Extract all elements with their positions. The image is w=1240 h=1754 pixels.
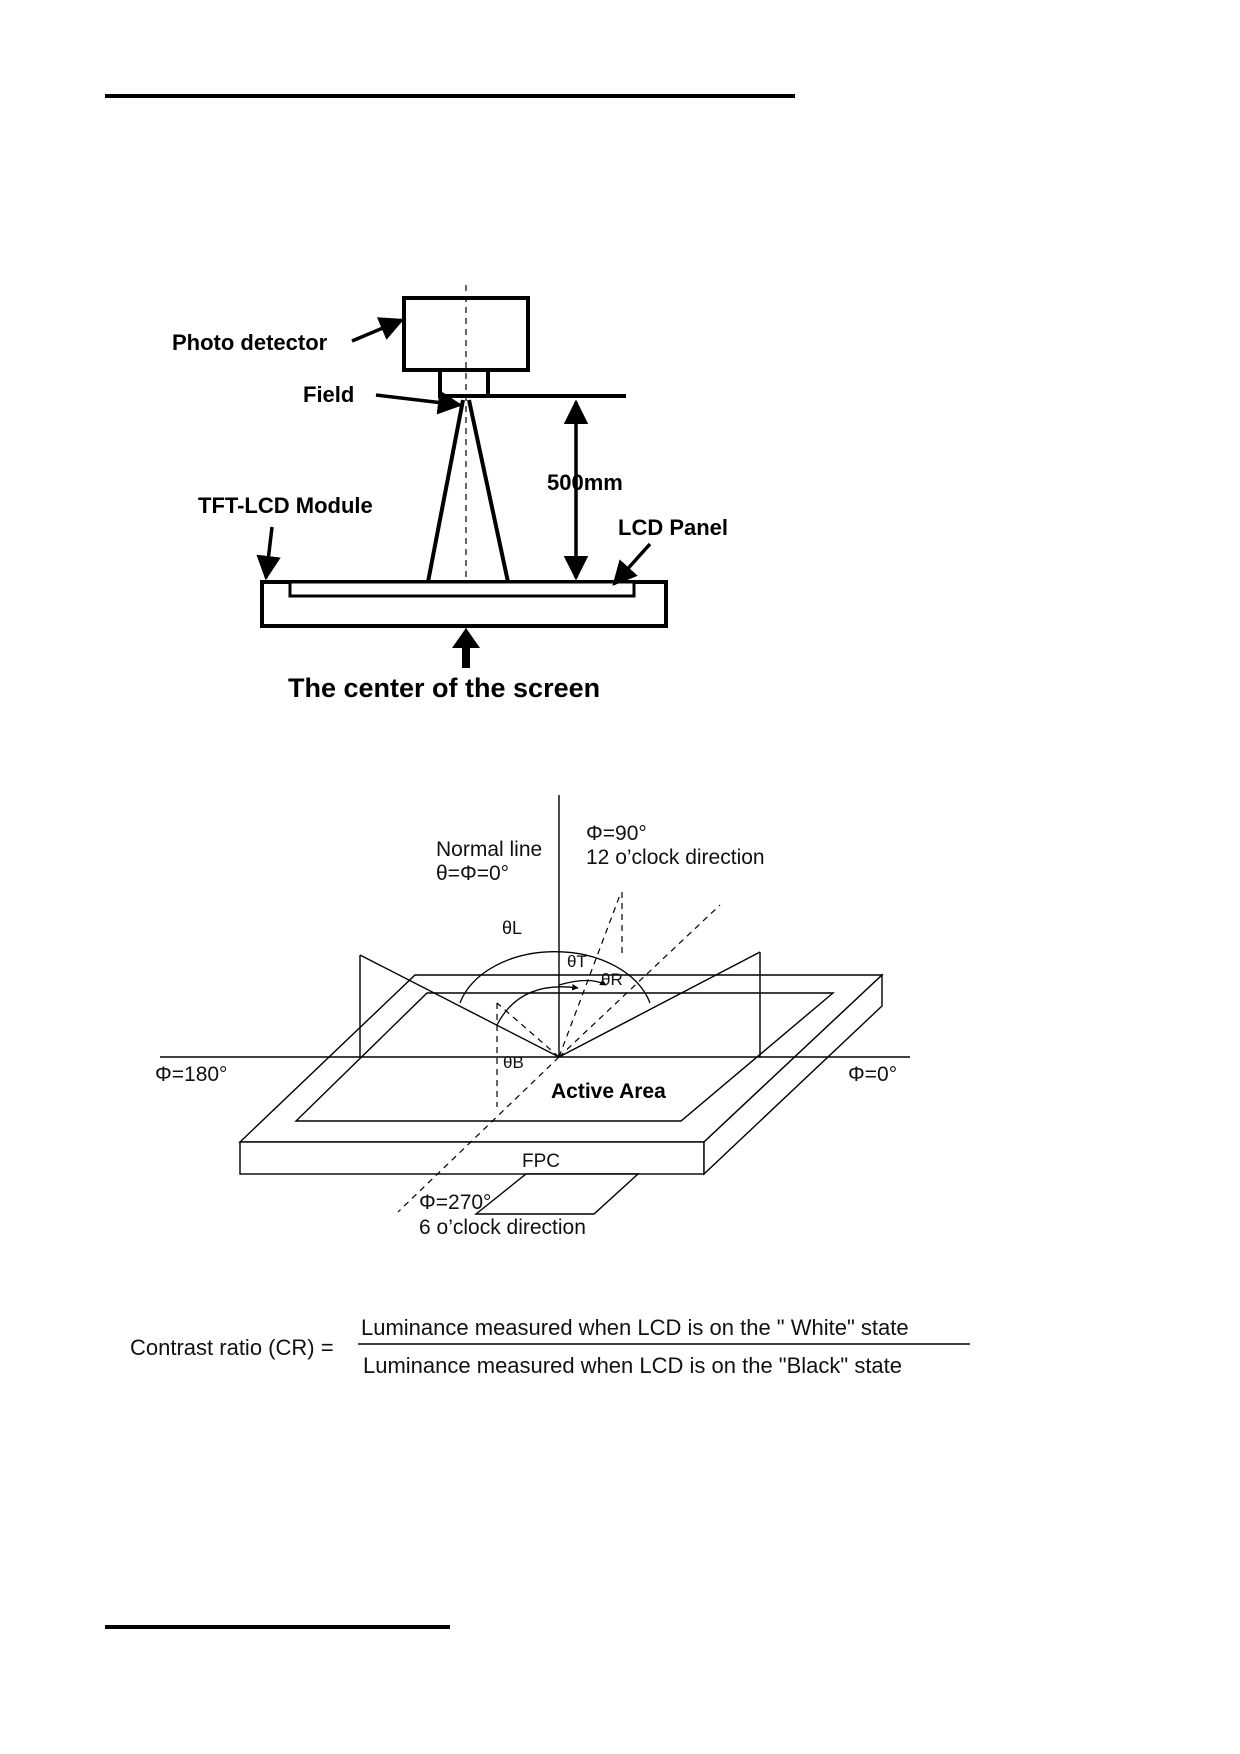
phi-180-label: Φ=180° [155, 1063, 227, 1086]
twelve-oclock-label: 12 o’clock direction [586, 846, 765, 869]
module-front-face [239, 1141, 705, 1175]
lcd-panel-pointer [612, 542, 652, 586]
theta-t-arc [558, 979, 607, 986]
footer-rule [105, 1625, 450, 1629]
theta-b-label: θB [503, 1053, 524, 1072]
tft-module-pointer [256, 526, 281, 581]
field-cone-left [426, 399, 465, 583]
photo-detector-pointer [351, 317, 405, 343]
formula-denominator: Luminance measured when LCD is on the "B… [363, 1353, 902, 1378]
field-pointer [375, 390, 463, 415]
photo-detector-label: Photo detector [172, 330, 328, 355]
field-label: Field [303, 382, 354, 407]
theta-t-label: θT [567, 952, 587, 971]
contrast-formula: Contrast ratio (CR) = Luminance measured… [130, 1315, 970, 1378]
distance-label: 500mm [547, 470, 623, 495]
phi-0-label: Φ=0° [848, 1063, 897, 1086]
right-view-ray [558, 951, 761, 1058]
module-side-face [703, 973, 883, 1176]
lcd-panel [288, 580, 636, 598]
theta-b-ray [496, 1002, 560, 1058]
formula-lhs: Contrast ratio (CR) = [130, 1335, 334, 1360]
detector-lens [438, 368, 490, 398]
phi-270-label: Φ=270° [419, 1191, 491, 1214]
center-caption: The center of the screen [288, 673, 600, 703]
normal-eq-label: θ=Φ=0° [436, 862, 509, 885]
header-rule [105, 94, 795, 98]
normal-line-label: Normal line [436, 838, 542, 861]
theta-r-label: θR [601, 970, 623, 989]
viewing-angle-diagram: Normal line θ=Φ=0° Φ=90° 12 o’clock dire… [155, 795, 910, 1239]
lcd-panel-label: LCD Panel [618, 515, 728, 540]
formula-numerator: Luminance measured when LCD is on the " … [361, 1315, 909, 1340]
twelve-oclock-line [558, 894, 621, 1058]
setup-diagram: Photo detector Field 500mm TFT-LCD Modul… [172, 285, 728, 703]
fpc-label: FPC [522, 1151, 560, 1172]
theta-b-arc [496, 983, 579, 1026]
six-oclock-line [397, 1056, 560, 1213]
active-area-label: Active Area [551, 1080, 666, 1103]
phi-90-label: Φ=90° [586, 822, 647, 845]
theta-l-label: θL [502, 918, 522, 938]
tft-module-label: TFT-LCD Module [198, 493, 373, 518]
center-arrow [452, 628, 480, 668]
fpc-tab [474, 1173, 640, 1215]
field-cone-right [467, 399, 510, 583]
theta-l-arc [459, 951, 651, 1004]
six-oclock-label: 6 o’clock direction [419, 1216, 586, 1239]
left-view-ray [359, 954, 560, 1058]
theta-t-dashed [558, 904, 721, 1058]
